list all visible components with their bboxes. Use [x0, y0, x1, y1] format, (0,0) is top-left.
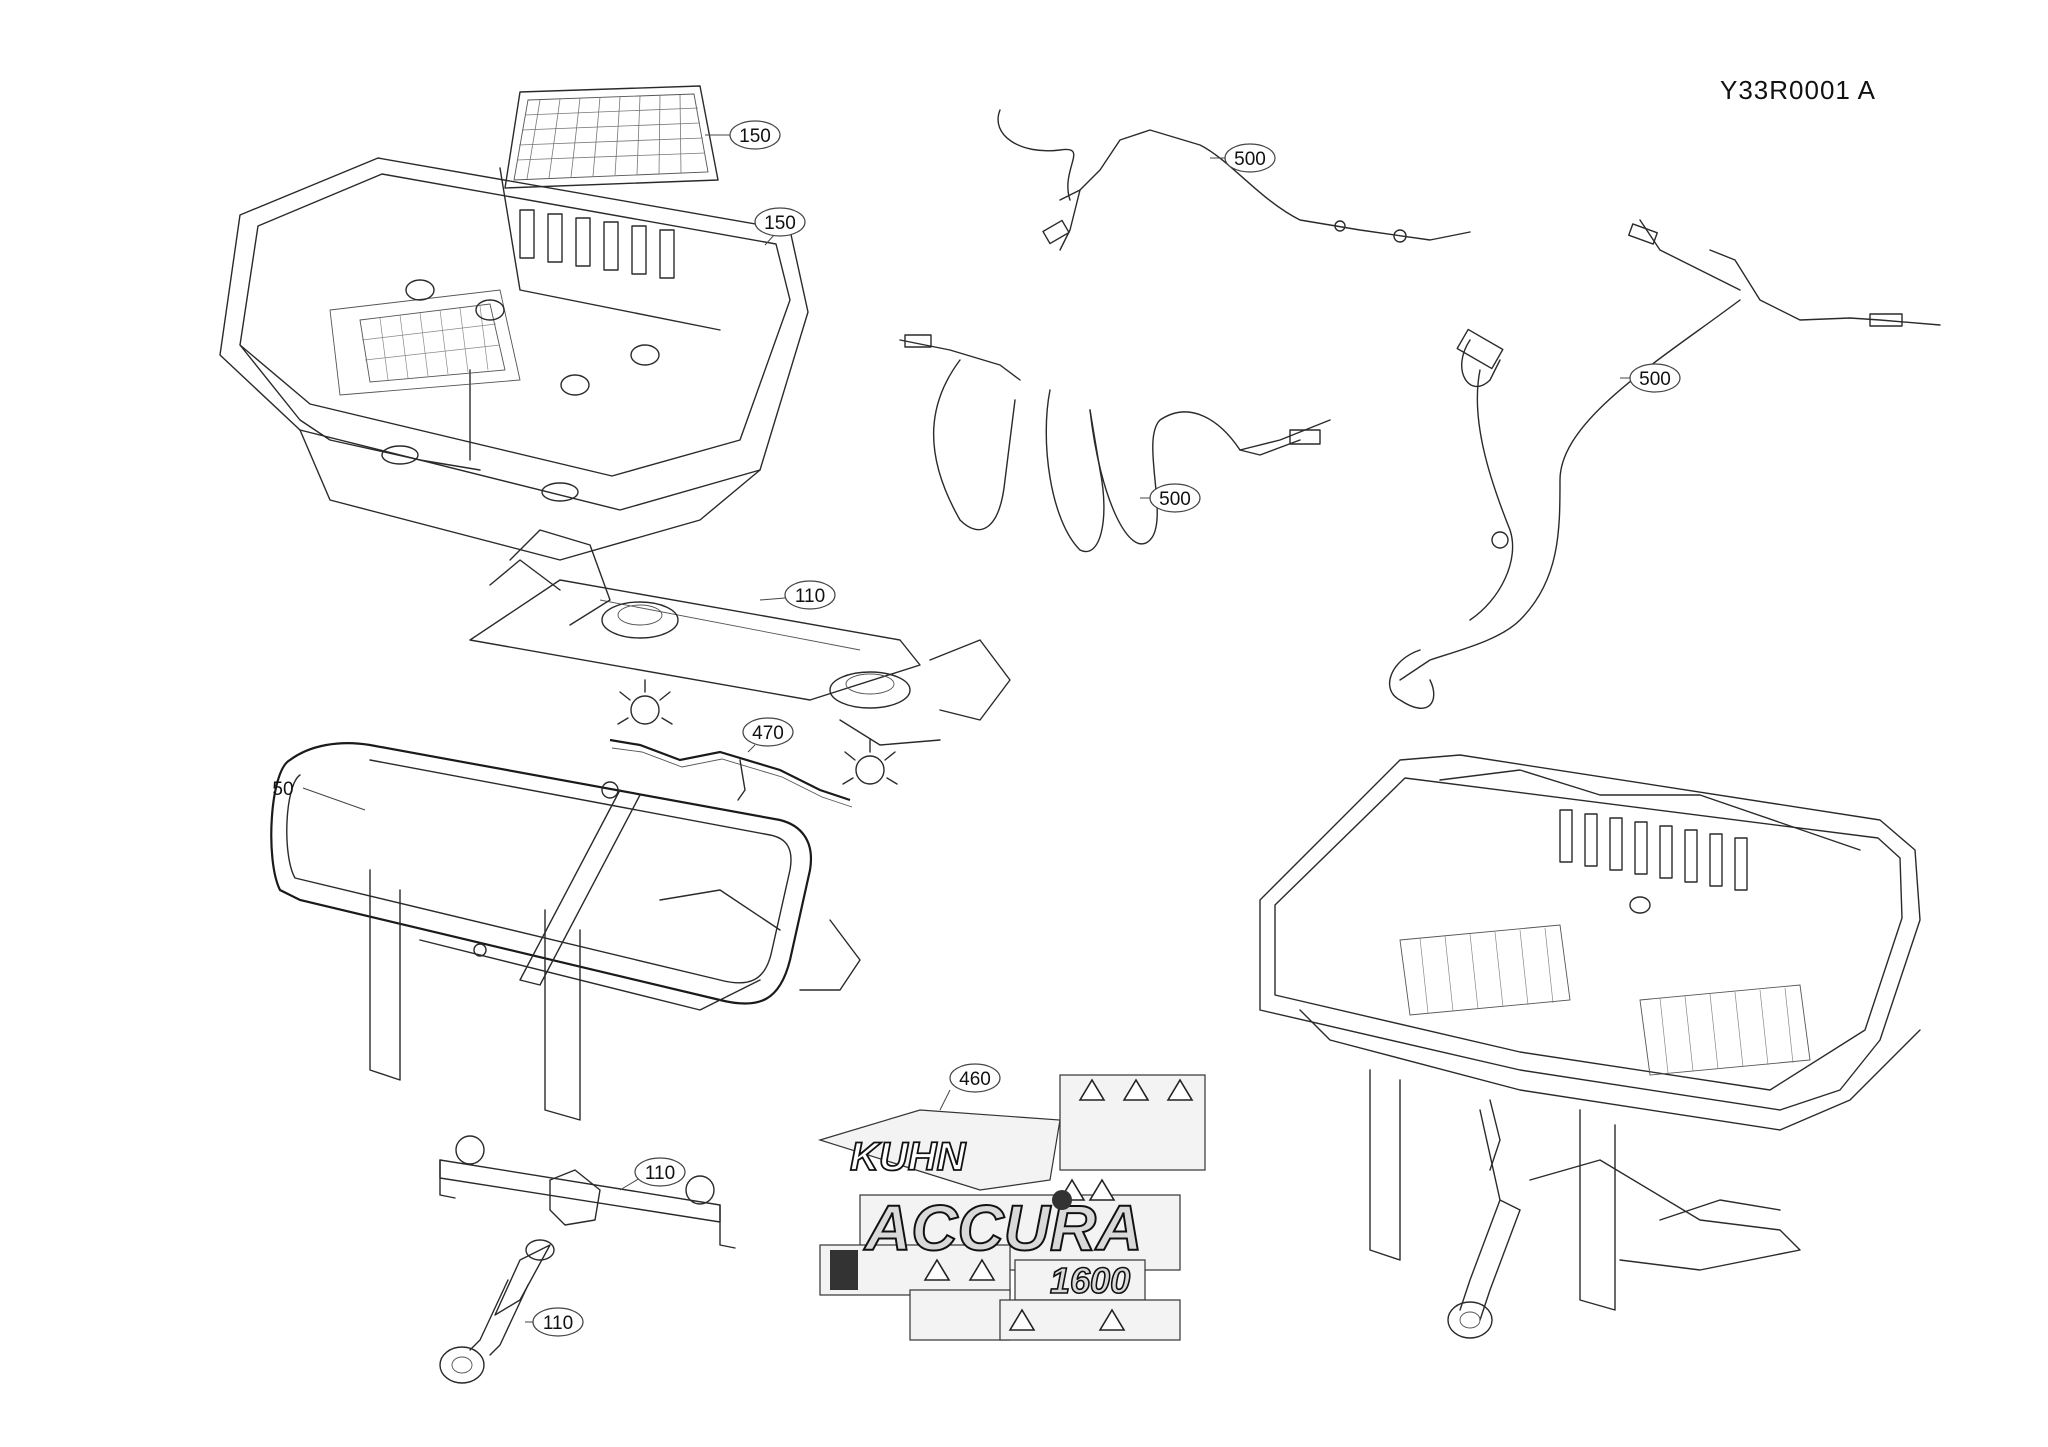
callout-pto: 110	[525, 1307, 584, 1337]
wiring-harness-b	[899, 334, 1331, 553]
hopper-grid-part	[504, 85, 719, 189]
callout-frame: 50	[272, 779, 366, 811]
gearbox-part	[439, 1135, 736, 1249]
svg-text:500: 500	[1234, 149, 1266, 170]
callout-agitator: 470	[742, 717, 794, 753]
frame-part	[270, 742, 861, 1121]
svg-text:470: 470	[752, 723, 784, 744]
svg-text:460: 460	[959, 1069, 991, 1090]
callout-grid-top: 150	[705, 120, 781, 150]
wiring-harness-c	[1389, 219, 1941, 709]
callout-harness-c: 500	[1620, 363, 1681, 393]
svg-text:110: 110	[543, 1313, 573, 1334]
spreading-mechanism-part	[469, 529, 1011, 746]
agitator-part	[609, 679, 898, 808]
warning-triangle-icon	[923, 1078, 1194, 1331]
decal-sheet-part: KUHN ACCURA 1600	[817, 1074, 1206, 1341]
callout-harness-a: 500	[1210, 143, 1276, 173]
hopper-part	[219, 157, 809, 561]
svg-text:110: 110	[795, 586, 825, 607]
callout-gearbox: 110	[619, 1157, 686, 1191]
svg-text:500: 500	[1639, 369, 1671, 390]
svg-text:50: 50	[272, 779, 293, 800]
decal-capacity-text: 1600	[1050, 1260, 1130, 1301]
svg-text:150: 150	[739, 126, 771, 147]
svg-text:110: 110	[645, 1163, 675, 1184]
pto-shaft-part	[439, 1239, 555, 1384]
svg-text:150: 150	[764, 213, 796, 234]
callout-harness-b: 500	[1140, 483, 1201, 513]
assembled-spreader	[1259, 754, 1921, 1339]
drawing-reference: Y33R0001 A	[1720, 75, 1876, 105]
callout-hopper-top: 150	[754, 207, 806, 246]
decal-model-text: ACCURA	[863, 1192, 1142, 1264]
callout-decals: 460	[939, 1063, 1001, 1111]
callout-mech-chassis: 110	[759, 580, 836, 610]
wiring-harness-a	[997, 109, 1471, 251]
svg-text:500: 500	[1159, 489, 1191, 510]
decal-brand-text: KUHN	[850, 1135, 967, 1179]
